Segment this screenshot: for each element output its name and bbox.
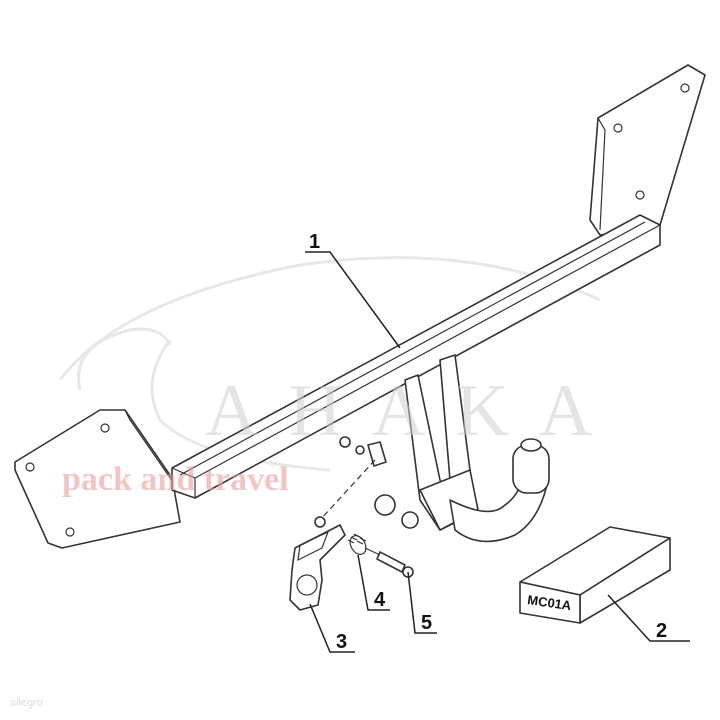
kit-box: MC01A <box>519 526 671 624</box>
watermark-tagline: pack and travel <box>62 461 289 498</box>
tow-ball-neck <box>449 438 550 543</box>
bolt <box>364 547 414 578</box>
right-bracket <box>589 64 706 236</box>
callout-1: 1 <box>309 231 320 253</box>
spring <box>347 533 367 555</box>
watermark-car-logo <box>58 256 601 472</box>
callout-2: 2 <box>656 620 667 642</box>
watermark-footer: allegro <box>10 697 43 709</box>
callout-5: 5 <box>421 612 432 634</box>
callout-4: 4 <box>374 589 386 611</box>
crossbar <box>171 214 661 499</box>
watermark-brand: AHAKA <box>205 370 622 452</box>
callout-3: 3 <box>336 631 347 653</box>
hardware-fasteners <box>314 436 387 528</box>
left-bracket <box>14 409 181 549</box>
callout-leaders <box>305 251 690 653</box>
socket-plate <box>289 524 346 611</box>
box-label: MC01A <box>527 592 573 613</box>
